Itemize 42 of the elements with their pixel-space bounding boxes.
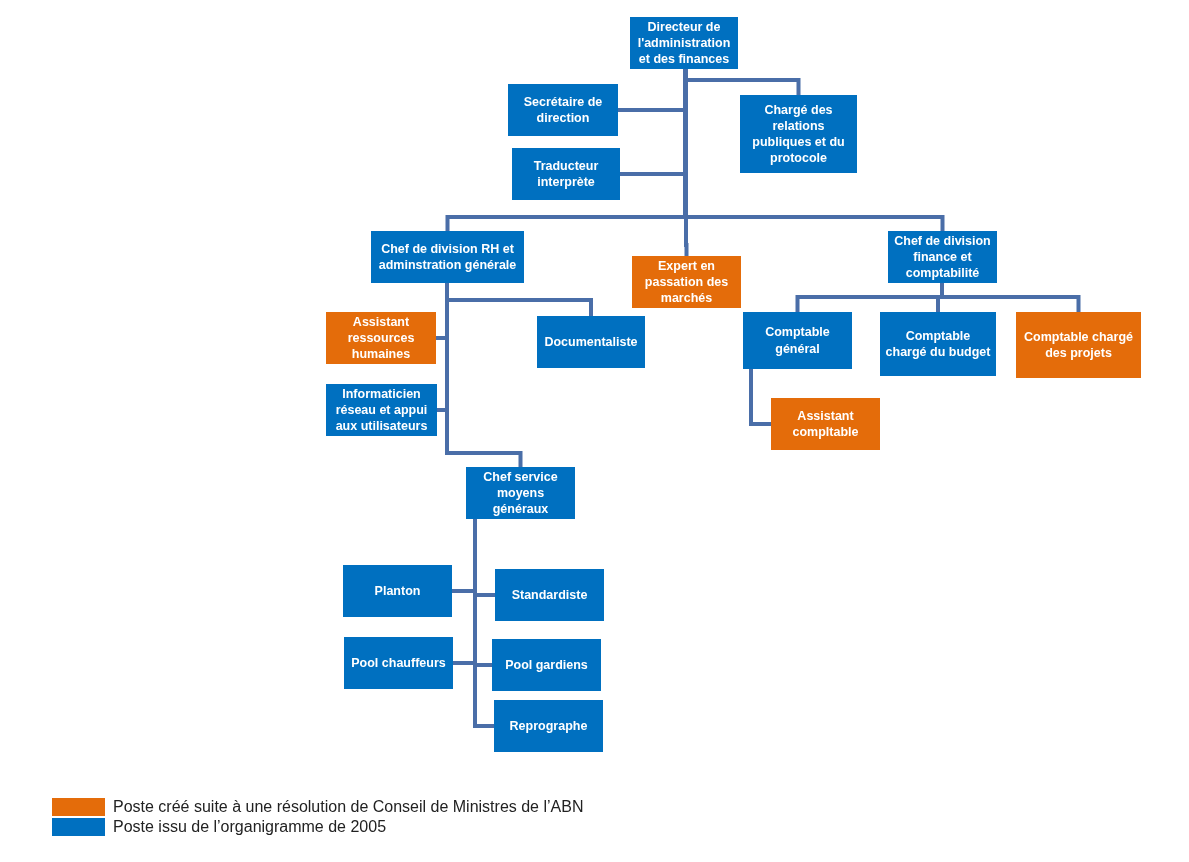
position-title: Pool chauffeurs xyxy=(351,654,446,672)
position-box xyxy=(326,384,437,436)
position-title: Reprographe xyxy=(509,717,588,735)
position-box xyxy=(880,312,996,376)
position-title: Chef de division finance et comptabilité xyxy=(893,232,992,282)
position-box xyxy=(512,148,620,200)
position-title: Comptable chargé des projets xyxy=(1022,328,1135,362)
position-title: Assistant ressources humaines xyxy=(346,313,416,363)
position-title: Comptable général xyxy=(764,324,831,357)
position-box xyxy=(326,312,436,364)
legend-text: Poste issu de l’organigramme de 2005 xyxy=(113,818,387,836)
position-box xyxy=(771,398,880,450)
position-title: Pool gardiens xyxy=(505,656,588,674)
position-title: Standardiste xyxy=(511,586,588,604)
position-title: Directeur de l'administration et des finances xyxy=(636,18,732,68)
position-box xyxy=(508,84,618,136)
position-title: Informaticien réseau et appui aux utilisateurs xyxy=(334,385,429,435)
position-title: Planton xyxy=(374,582,421,600)
connector-line xyxy=(749,369,771,426)
position-title: Traducteur interprète xyxy=(532,157,600,191)
position-box xyxy=(495,569,604,621)
legend-text: Poste créé suite à une résolution de Conseil de Ministres de l’ABN xyxy=(113,798,584,816)
position-box xyxy=(343,565,452,617)
position-box xyxy=(466,467,575,519)
position-box xyxy=(492,639,601,691)
position-title: Comptable chargé du budget xyxy=(884,327,992,361)
position-box xyxy=(344,637,453,689)
position-box xyxy=(740,95,857,173)
position-title: Documentaliste xyxy=(544,333,638,351)
position-box xyxy=(632,256,741,308)
position-box xyxy=(743,312,852,369)
position-title: Chef de division RH et adminstration générale xyxy=(377,240,518,274)
position-box xyxy=(1016,312,1141,378)
connector-line xyxy=(684,69,689,256)
position-box xyxy=(494,700,603,752)
position-title: Secrétaire de direction xyxy=(522,93,604,127)
position-title: Assistant compltable xyxy=(791,407,860,441)
position-box xyxy=(371,231,524,283)
position-title: Expert en passation des marchés xyxy=(643,257,730,307)
position-title: Chargé des relations publiques et du protocole xyxy=(751,101,846,167)
position-title: Chef service moyens généraux xyxy=(482,468,559,518)
position-box xyxy=(537,316,645,368)
